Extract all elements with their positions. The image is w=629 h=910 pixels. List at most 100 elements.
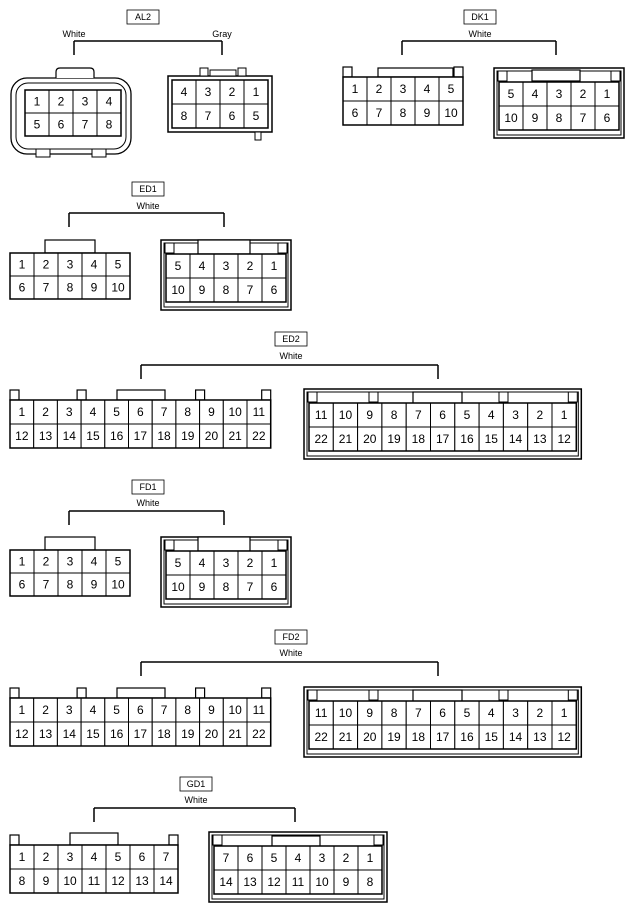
pin-cell	[81, 844, 107, 870]
connector-key	[209, 69, 237, 77]
connector-tab	[237, 67, 247, 77]
pin-number: 5	[115, 555, 122, 569]
pin-number: 3	[556, 87, 563, 101]
pin-number: 7	[415, 408, 422, 422]
connector-tab	[368, 689, 379, 701]
pin-number: 22	[314, 730, 328, 744]
pin-number: 4	[199, 556, 206, 570]
pin-number: 5	[464, 706, 471, 720]
pin-number: 12	[267, 875, 281, 889]
pin-cell	[414, 100, 440, 126]
pin-number: 9	[343, 875, 350, 889]
connector-tab	[9, 687, 20, 699]
connector-tab	[164, 242, 175, 254]
pin-cell	[237, 277, 263, 303]
connector-label-box	[179, 776, 213, 792]
connector-key	[412, 689, 463, 703]
pin-number: 1	[561, 706, 568, 720]
pin-number: 15	[485, 730, 499, 744]
pin-number: 17	[134, 429, 148, 443]
connector-outline	[9, 252, 131, 300]
pin-cell	[478, 700, 504, 726]
connector-tab	[76, 389, 87, 401]
wire-color-label: White	[136, 201, 159, 211]
pin-number: 1	[19, 405, 26, 419]
pin-number: 2	[537, 408, 544, 422]
pin-number: 7	[43, 578, 50, 592]
pin-number: 1	[19, 703, 26, 717]
pin-number: 19	[387, 432, 401, 446]
pin-number: 5	[464, 408, 471, 422]
pin-number: 12	[15, 727, 29, 741]
pin-number: 5	[113, 703, 120, 717]
pin-number: 8	[19, 874, 26, 888]
pin-cell	[357, 426, 383, 452]
pin-number: 20	[363, 432, 377, 446]
connector-label: ED2	[282, 334, 300, 344]
connector-tab	[212, 834, 223, 846]
connector-label: FD2	[282, 632, 299, 642]
pin-number: 2	[43, 258, 50, 272]
pin-number: 13	[39, 727, 53, 741]
pin-number: 14	[509, 432, 523, 446]
pin-number: 15	[86, 727, 100, 741]
pin-number: 3	[66, 703, 73, 717]
connector-outline	[9, 697, 272, 747]
pin-number: 7	[376, 106, 383, 120]
pin-cell	[81, 868, 107, 894]
pin-number: 7	[247, 283, 254, 297]
pin-number: 9	[366, 408, 373, 422]
connector-key	[44, 239, 96, 254]
pin-number: 3	[66, 405, 73, 419]
pin-number: 9	[199, 580, 206, 594]
connector-tab	[254, 131, 262, 141]
pin-number: 2	[343, 851, 350, 865]
pin-number: 22	[314, 432, 328, 446]
pin-number: 6	[137, 405, 144, 419]
pin-number: 4	[91, 555, 98, 569]
connector-tab	[567, 689, 578, 701]
connector-tab	[277, 242, 288, 254]
pin-number: 21	[228, 429, 242, 443]
pin-number: 7	[205, 109, 212, 123]
pin-cell	[527, 426, 553, 452]
pin-number: 4	[106, 95, 113, 109]
pin-number: 6	[19, 578, 26, 592]
wire-color-label: White	[468, 29, 491, 39]
pin-number: 15	[86, 429, 100, 443]
connector-label-box	[274, 629, 308, 645]
pin-number: 13	[533, 432, 547, 446]
connector-label-box	[131, 181, 165, 197]
pin-cell	[129, 868, 155, 894]
pin-cell	[285, 845, 311, 871]
pin-number: 5	[113, 405, 120, 419]
pin-number: 19	[181, 429, 195, 443]
pin-number: 22	[252, 429, 266, 443]
pin-number: 10	[339, 706, 353, 720]
pin-number: 3	[319, 851, 326, 865]
pin-number: 4	[91, 850, 98, 864]
pin-number: 5	[115, 258, 122, 272]
pin-number: 1	[253, 85, 260, 99]
pin-number: 16	[460, 432, 474, 446]
connector-housing-inner	[15, 82, 127, 150]
pin-cell	[527, 724, 553, 750]
pin-number: 3	[512, 706, 519, 720]
connector-tab	[35, 148, 51, 158]
pin-number: 3	[67, 850, 74, 864]
connector-outline	[24, 89, 122, 137]
pin-cell	[332, 700, 359, 726]
pin-number: 11	[292, 875, 305, 889]
pin-cell	[308, 402, 334, 428]
pin-number: 4	[199, 259, 206, 273]
pin-number: 4	[532, 87, 539, 101]
pin-number: 18	[157, 429, 171, 443]
pin-number: 8	[67, 281, 74, 295]
